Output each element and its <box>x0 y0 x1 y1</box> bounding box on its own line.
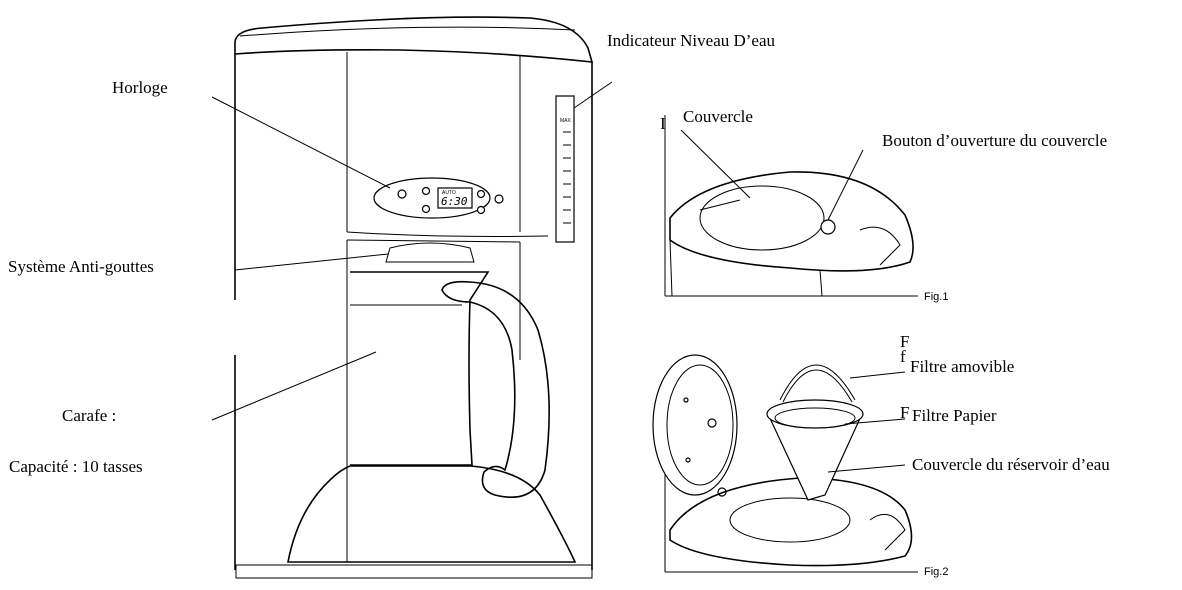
carafe <box>350 271 550 499</box>
carafe-handle <box>441 280 550 499</box>
stray-f1: F <box>900 332 909 351</box>
stray-f3: F <box>900 403 909 422</box>
label-fig1: Fig.1 <box>924 291 948 303</box>
removable-filter <box>766 364 864 501</box>
max-mark: MAX <box>560 118 572 124</box>
figure-2 <box>652 354 918 573</box>
anti-drip-valve <box>385 242 475 263</box>
label-capacite: Capacité : 10 tasses <box>9 457 143 476</box>
label-anti-gouttes: Système Anti-gouttes <box>8 257 154 276</box>
lcd-display <box>437 187 473 209</box>
label-couvercle: Couvercle <box>683 107 753 126</box>
lid <box>699 185 825 251</box>
clock-button[interactable] <box>397 189 407 199</box>
figure-1 <box>664 115 918 297</box>
stray-i: I <box>660 114 666 133</box>
machine-top-lid <box>234 16 594 63</box>
lcd-mode: AUTO <box>442 190 456 196</box>
label-couvercle-reservoir: Couvercle du réservoir d’eau <box>912 455 1110 474</box>
auto-button[interactable] <box>476 189 486 199</box>
lcd-time: 6:30 <box>441 195 468 208</box>
labels: Horloge Indicateur Niveau D’eau Système … <box>8 31 1110 578</box>
on-off-button[interactable] <box>494 194 504 204</box>
warming-base <box>235 465 593 579</box>
label-filtre-amovible: Filtre amovible <box>910 357 1014 376</box>
program-button[interactable] <box>476 205 486 215</box>
label-carafe: Carafe : <box>62 406 116 425</box>
reservoir-opening <box>729 497 851 543</box>
label-fig2: Fig.2 <box>924 566 948 578</box>
coffee-maker: AUTO 6:30 MAX <box>234 16 594 579</box>
label-indicateur: Indicateur Niveau D’eau <box>607 31 776 50</box>
water-level-window: MAX <box>555 95 575 243</box>
label-horloge: Horloge <box>112 78 168 97</box>
label-bouton: Bouton d’ouverture du couvercle <box>882 131 1107 150</box>
lid-release-button <box>820 219 836 235</box>
paper-filter <box>774 407 856 429</box>
filter-handle <box>779 364 856 401</box>
label-filtre-papier: Filtre Papier <box>912 406 997 425</box>
min-button[interactable] <box>421 204 431 214</box>
control-panel: AUTO 6:30 <box>373 177 504 219</box>
open-lid <box>652 354 738 496</box>
stray-f2: f <box>900 347 906 366</box>
hour-button[interactable] <box>421 186 431 196</box>
leader-lines <box>211 81 906 473</box>
